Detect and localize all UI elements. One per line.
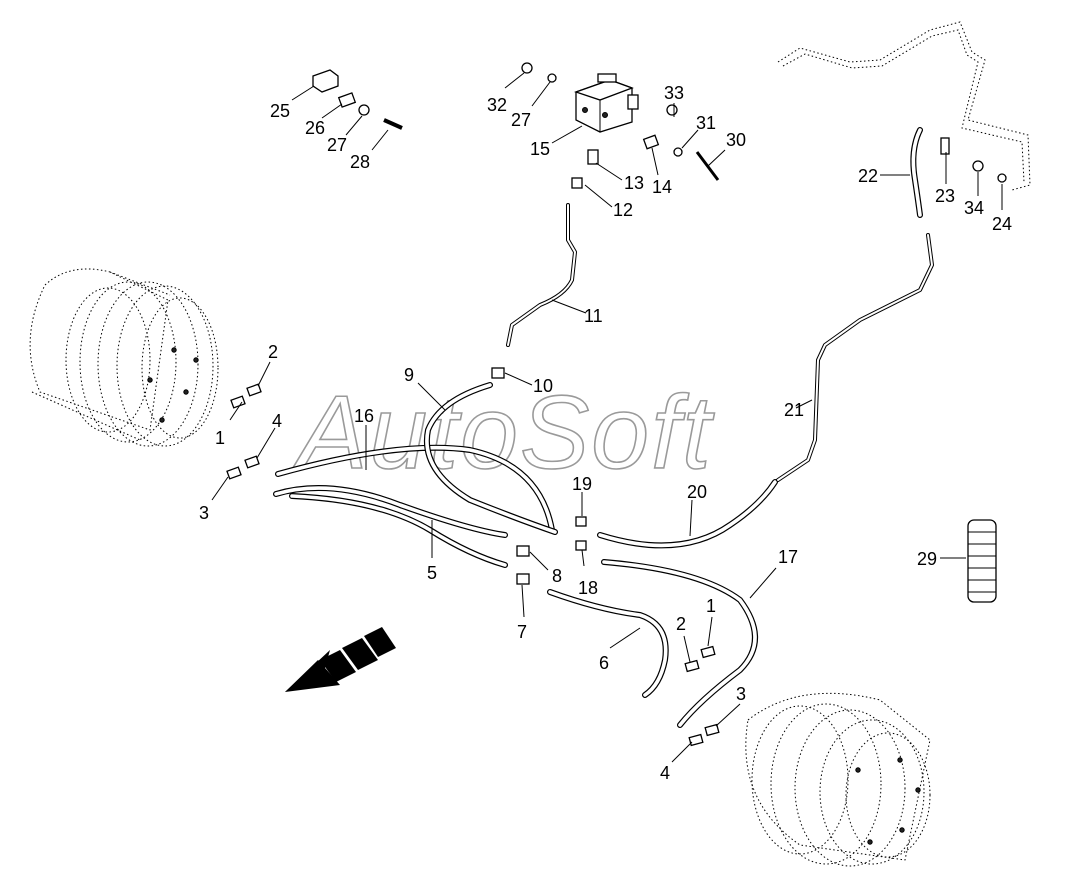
- hose-16: [275, 444, 555, 533]
- hose-9: [423, 382, 558, 535]
- hose-22: [910, 127, 923, 218]
- callout-7: 7: [517, 622, 527, 642]
- callout-15: 15: [530, 139, 550, 159]
- callout-4-right: 4: [660, 763, 670, 783]
- frame-outline: [777, 21, 1031, 191]
- pipe-11: [506, 203, 577, 347]
- direction-arrow: [285, 627, 396, 692]
- callout-25: 25: [270, 101, 290, 121]
- callout-27-top: 27: [511, 110, 531, 130]
- callout-17: 17: [778, 547, 798, 567]
- bracket-parts: [312, 69, 403, 130]
- callout-13: 13: [624, 173, 644, 193]
- hose-17: [601, 559, 758, 728]
- callout-20: 20: [687, 482, 707, 502]
- callout-31: 31: [696, 113, 716, 133]
- hose-6: [547, 589, 669, 698]
- callout-10: 10: [533, 376, 553, 396]
- callout-11: 11: [584, 306, 603, 326]
- callout-26: 26: [305, 118, 325, 138]
- callout-14: 14: [652, 177, 672, 197]
- watermark: AutoSoft: [292, 375, 715, 491]
- left-travel-motor: [29, 268, 219, 447]
- hose-5-lower: [289, 493, 508, 568]
- fittings: [226, 62, 1007, 747]
- callout-labels: 1 2 3 4 5 6 7 8 9 10 11 12 13 14 15 16 1…: [199, 83, 1012, 783]
- callout-32: 32: [487, 95, 507, 115]
- callout-6: 6: [599, 653, 609, 673]
- callout-30: 30: [726, 130, 746, 150]
- callout-3-left: 3: [199, 503, 209, 523]
- pipe-21: [776, 233, 934, 482]
- callout-24: 24: [992, 214, 1012, 234]
- callout-29: 29: [917, 549, 937, 569]
- callout-16: 16: [354, 406, 374, 426]
- callout-34: 34: [964, 198, 984, 218]
- callout-12: 12: [613, 200, 633, 220]
- callout-1-left: 1: [215, 428, 225, 448]
- right-travel-motor: [745, 692, 931, 867]
- spiral-guard: [967, 519, 997, 603]
- callout-3-right: 3: [736, 684, 746, 704]
- callout-18: 18: [578, 578, 598, 598]
- callout-4-left: 4: [272, 411, 282, 431]
- callout-27-left: 27: [327, 135, 347, 155]
- callout-5: 5: [427, 563, 437, 583]
- callout-1-right: 1: [706, 596, 716, 616]
- callout-19: 19: [572, 474, 592, 494]
- hose-20: [597, 479, 778, 549]
- callout-2-left: 2: [268, 342, 278, 362]
- valve-block: [573, 73, 639, 133]
- callout-9: 9: [404, 365, 414, 385]
- callout-33: 33: [664, 83, 684, 103]
- callout-23: 23: [935, 186, 955, 206]
- callout-28: 28: [350, 152, 370, 172]
- callout-2-right: 2: [676, 614, 686, 634]
- leader-lines: [211, 72, 1003, 763]
- callout-21: 21: [784, 400, 804, 420]
- callout-22: 22: [858, 166, 878, 186]
- callout-8: 8: [552, 566, 562, 586]
- hose-5: [273, 485, 508, 538]
